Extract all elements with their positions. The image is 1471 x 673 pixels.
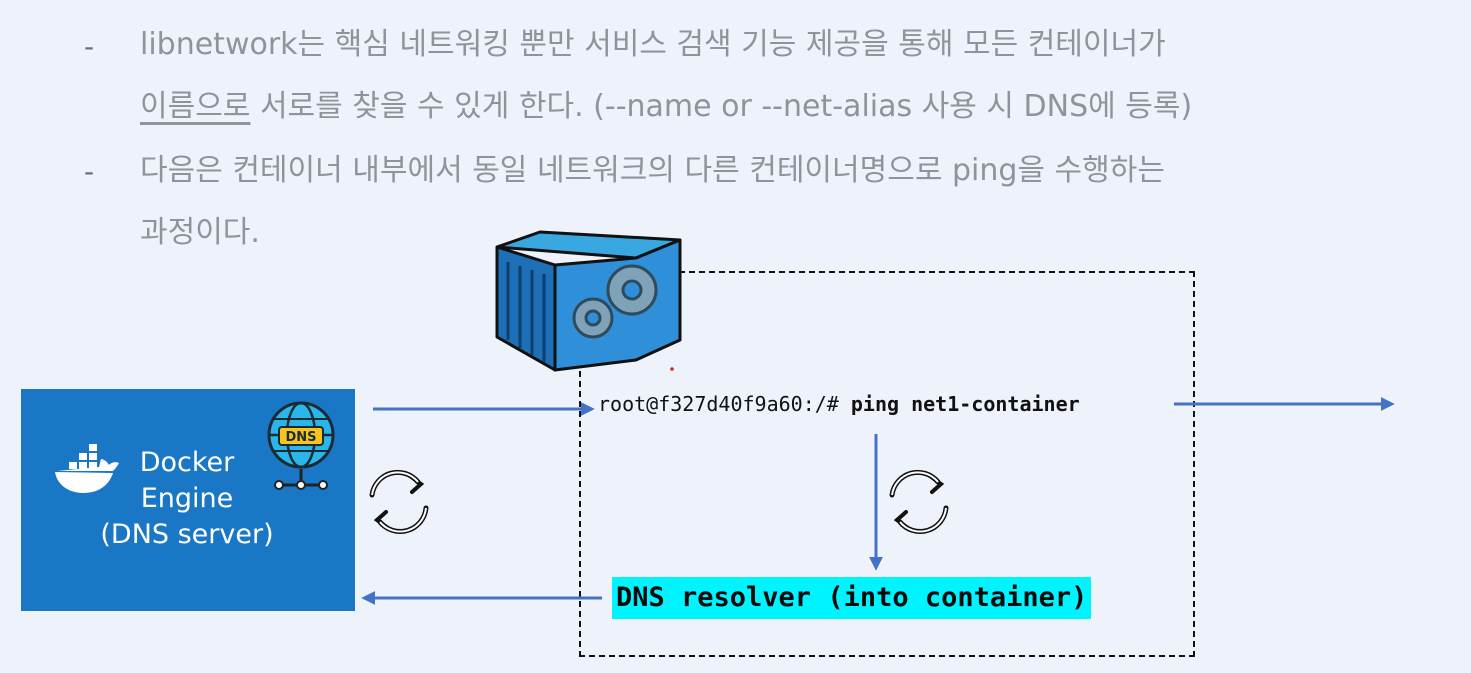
docker-label-line2: Engine <box>140 483 234 514</box>
bullet2-line1: 다음은 컨테이너 내부에서 동일 네트워크의 다른 컨테이너명으로 ping을 … <box>140 153 1165 188</box>
bullet2-line2: 과정이다. <box>140 215 260 250</box>
docker-label-line1: Docker <box>139 447 235 478</box>
bullet1-line2: 이름으로 서로를 찾을 수 있게 한다. (--name or --net-al… <box>140 76 1192 138</box>
red-dot <box>670 367 674 371</box>
docker-box-icons: DNS <box>55 401 335 493</box>
bullet-marker-1: - <box>84 30 95 63</box>
ping-cmd: ping net1-container <box>850 392 1080 416</box>
docker-label-line3: (DNS server) <box>100 519 274 550</box>
dns-badge-text: DNS <box>285 430 316 445</box>
bullet1-line1: libnetwork는 핵심 네트워킹 뿐만 서비스 검색 기능 제공을 통해 … <box>140 27 1166 62</box>
bullet-marker-2: - <box>84 155 95 188</box>
container-gears-icon <box>495 230 682 372</box>
dns-globe-icon: DNS <box>267 401 335 490</box>
underlined-term: 이름으로 <box>140 89 251 124</box>
docker-whale-icon <box>55 444 119 493</box>
ping-command: root@f327d40f9a60:/# ping net1-container <box>598 392 1080 416</box>
dns-resolver-label: DNS resolver (into container) <box>612 577 1092 619</box>
bullet1-line2-rest: 서로를 찾을 수 있게 한다. (--name or --net-alias 사… <box>250 89 1193 124</box>
shell-prompt: root@f327d40f9a60:/# <box>598 392 851 416</box>
docker-engine-label: Docker Engine (DNS server) <box>100 445 273 553</box>
container-boundary <box>579 271 1195 657</box>
docker-engine-box: DNS Docker Engine (DNS server) <box>21 389 355 611</box>
